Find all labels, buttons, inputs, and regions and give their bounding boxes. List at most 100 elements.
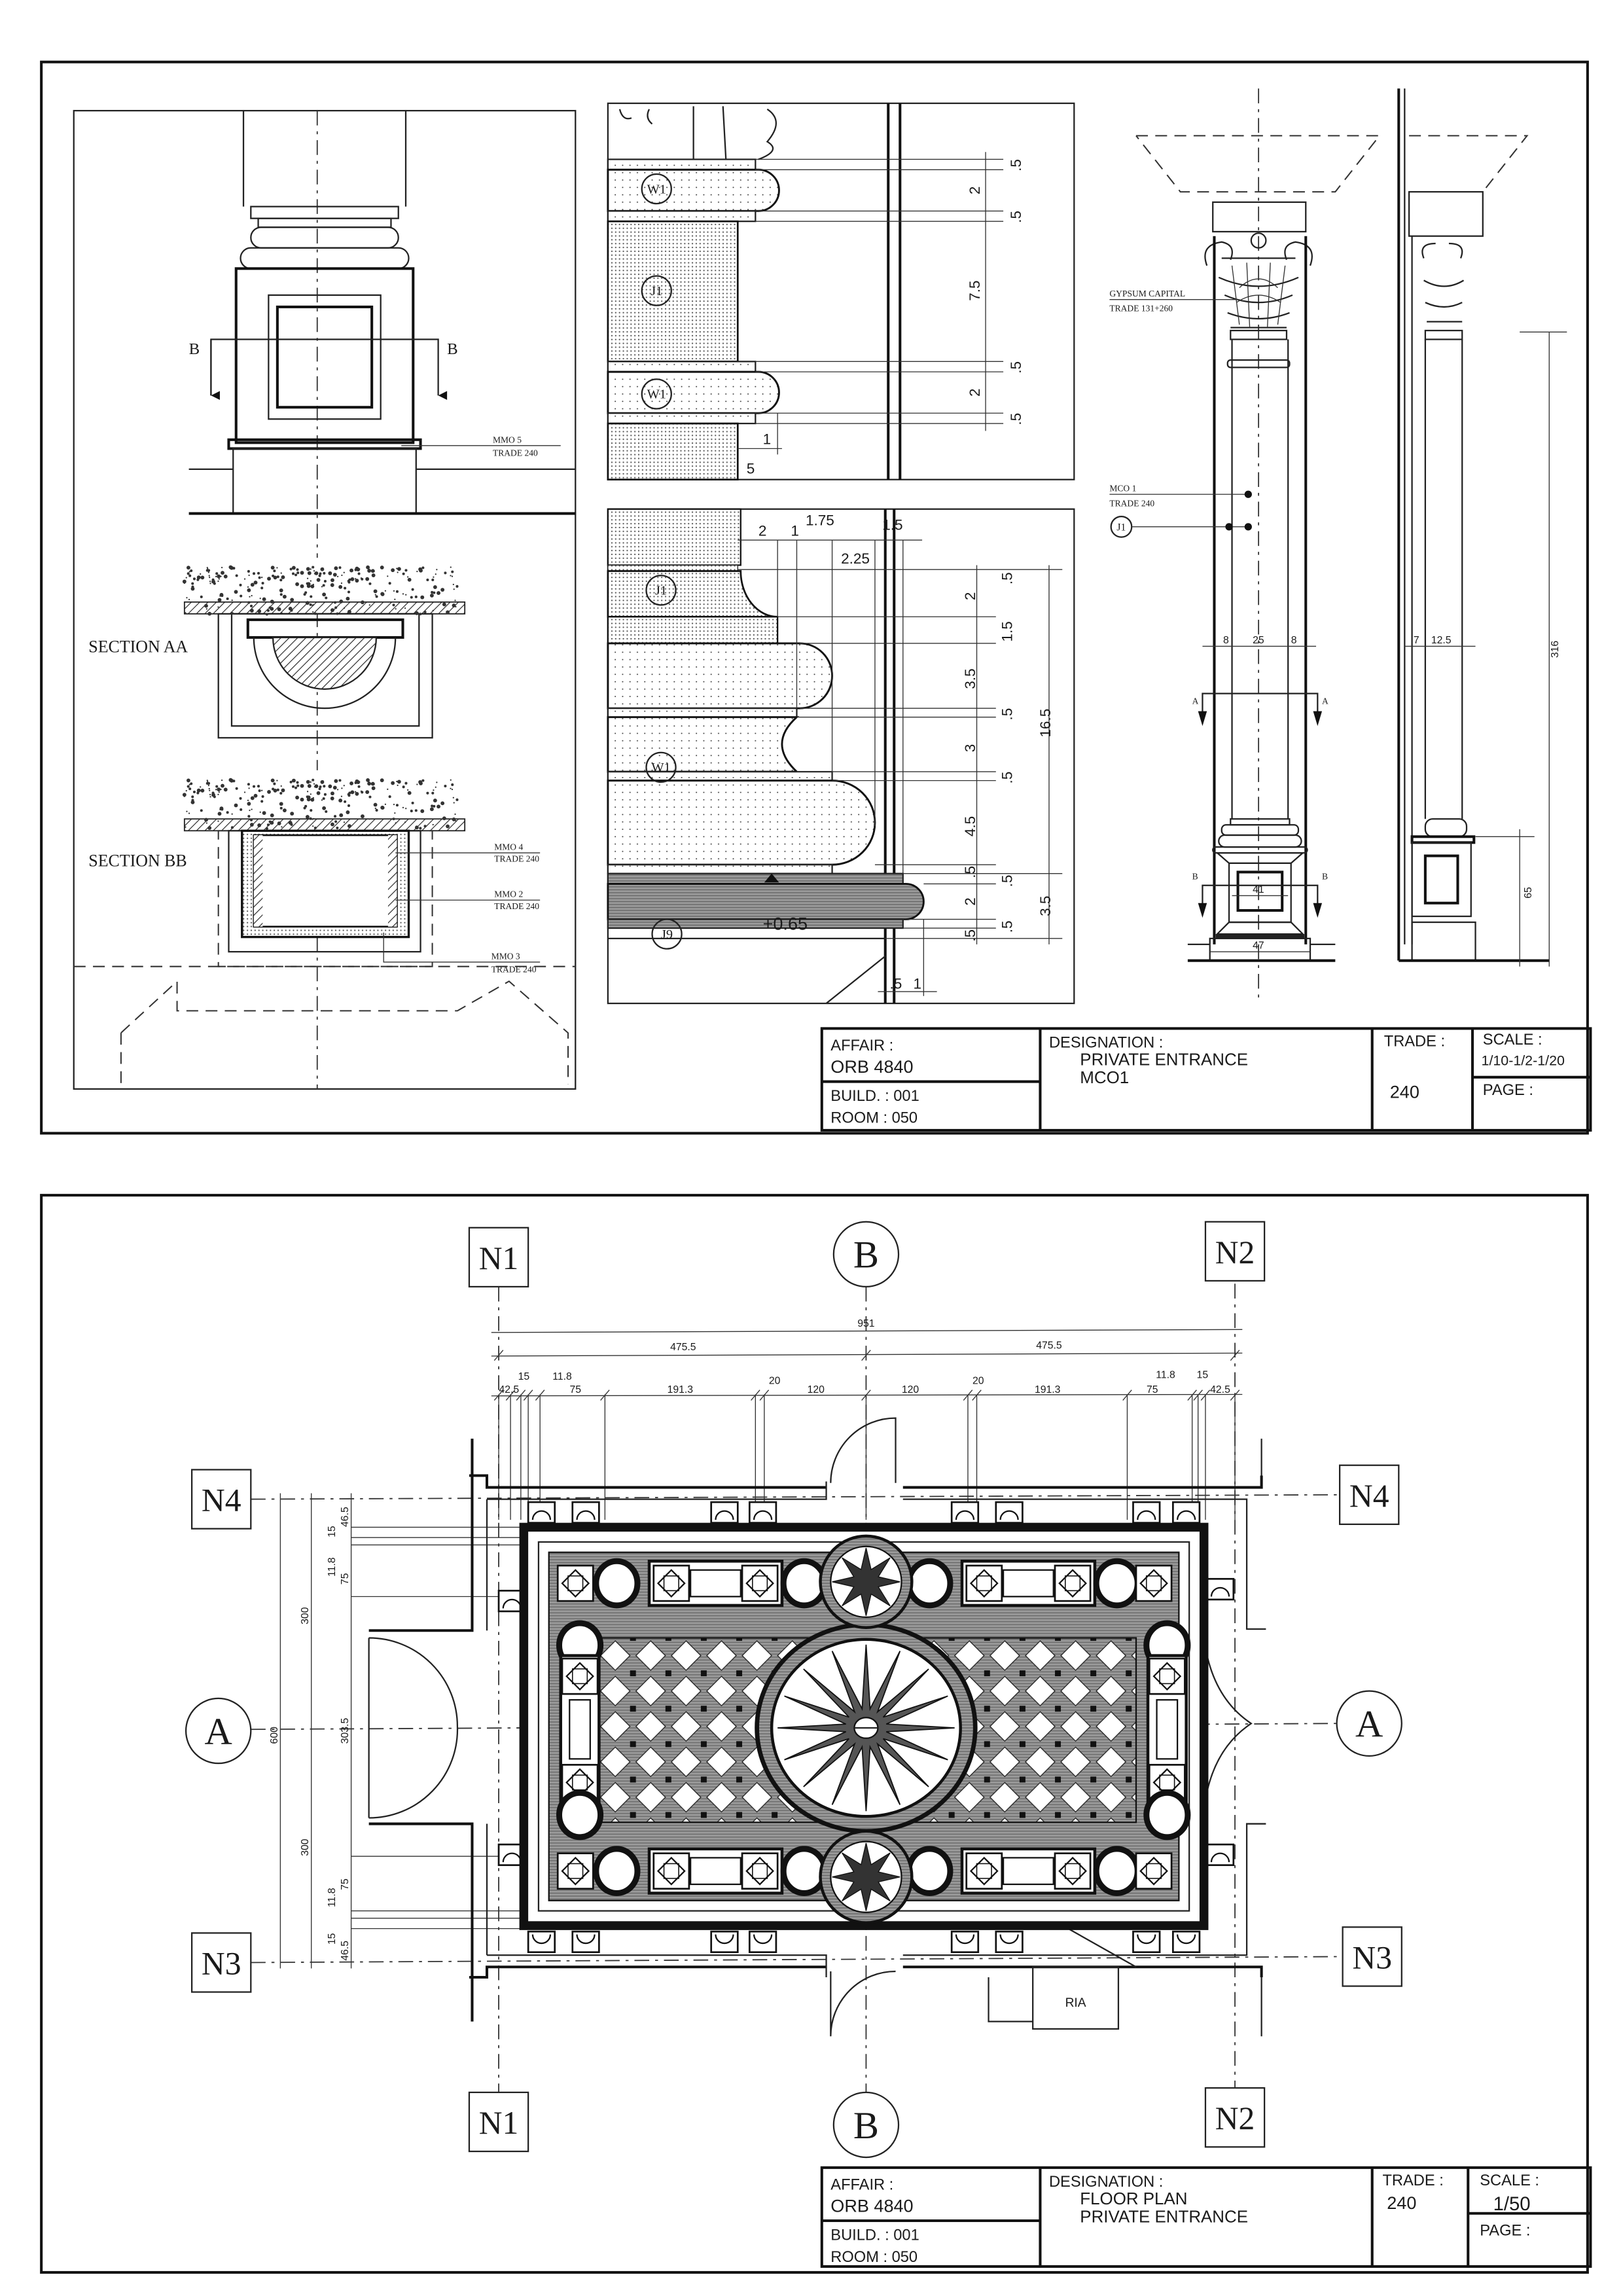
dim-half: 475.5: [1036, 1340, 1062, 1352]
gravel-dot: [250, 583, 255, 587]
gravel-dot: [338, 798, 343, 802]
gravel-dot: [247, 815, 251, 818]
dim-seg: 11.8: [1156, 1370, 1175, 1381]
dim-seg: 191.3: [1035, 1384, 1061, 1395]
gravel-dot: [391, 568, 395, 573]
shaft-label: MCO 1: [1109, 484, 1136, 493]
dim-seg: 15: [327, 1526, 338, 1537]
corner-square-icon: [1135, 1564, 1173, 1602]
gravel-dot: [374, 807, 376, 810]
gravel-dot: [307, 571, 312, 575]
designation-line-2: PRIVATE ENTRANCE: [1080, 2208, 1248, 2226]
gravel-dot: [397, 567, 401, 571]
gravel-dot: [223, 574, 228, 579]
gravel-dot: [220, 789, 222, 791]
gravel-dot: [323, 580, 327, 583]
gravel-dot: [306, 791, 309, 793]
corinthian-capital: [1204, 241, 1313, 368]
gravel-dot: [336, 612, 339, 615]
border-ring: [556, 1789, 604, 1840]
corner-square-icon: [1054, 1852, 1092, 1890]
gravel-dot: [303, 593, 306, 596]
gravel-dot: [452, 797, 454, 798]
gravel-dot: [261, 789, 263, 791]
dim-overall: 600: [269, 1727, 280, 1744]
callout-mmo2-trade: TRADE 240: [494, 901, 539, 911]
corner-square-icon: [1135, 1852, 1173, 1890]
gravel-dot: [191, 795, 194, 798]
gravel-dot: [291, 778, 296, 783]
gravel-dot: [336, 789, 339, 791]
gravel-dot: [402, 806, 404, 809]
gravel-dot: [410, 810, 413, 813]
gravel-dot: [314, 571, 319, 575]
column-base-icon: [748, 1930, 777, 1954]
gravel-dot: [437, 593, 439, 595]
gravel-dot: [200, 573, 202, 575]
gravel-dot: [191, 585, 194, 588]
gravel-dot: [289, 567, 293, 571]
gravel-dot: [294, 786, 298, 789]
mosaic-floor: [519, 1522, 1209, 1930]
build-value: BUILD. : 001: [830, 1088, 919, 1105]
gravel-dot: [328, 571, 332, 575]
gravel-dot: [429, 807, 434, 812]
gravel-dot: [310, 809, 313, 812]
gravel-dot: [266, 609, 270, 612]
dim: 3.5: [962, 668, 978, 689]
gravel-dot: [252, 785, 256, 788]
gravel-dot: [240, 594, 243, 598]
gravel-dot: [217, 580, 219, 583]
gravel-dot: [209, 789, 211, 791]
gravel-dot: [208, 787, 210, 790]
trade-label: TRADE :: [1382, 2172, 1443, 2189]
dim-half: 300: [300, 1607, 311, 1624]
gravel-dot: [338, 584, 343, 589]
gravel-dot: [190, 569, 193, 573]
gravel-dot: [446, 824, 450, 829]
callout-mmo4: MMO 4: [494, 842, 523, 852]
gravel-dot: [426, 791, 429, 795]
callout-mmo5-trade: TRADE 240: [493, 448, 538, 458]
gravel-dot: [451, 575, 454, 577]
gravel-dot: [196, 575, 201, 580]
gravel-dot: [270, 565, 275, 570]
gravel-dot: [433, 798, 437, 802]
gravel-dot: [249, 604, 253, 607]
gravel-dot: [295, 582, 300, 586]
dim-seg: 46.5: [340, 1941, 351, 1961]
gravel-dot: [243, 791, 246, 793]
dim: 7: [1414, 635, 1419, 646]
gravel-dot: [347, 590, 351, 594]
gravel-dot: [261, 577, 263, 579]
title-block-top: AFFAIR : ORB 4840 BUILD. : 001 ROOM : 05…: [820, 1027, 1592, 1132]
gravel-dot: [226, 597, 229, 600]
dim-seg: 11.8: [327, 1557, 338, 1577]
gravel-dot: [207, 784, 209, 787]
gravel-dot: [343, 571, 345, 573]
gravel-dot: [368, 604, 370, 606]
corner-square-icon: [652, 1564, 690, 1602]
dim: 2: [967, 388, 983, 397]
dim-seg: 42.5: [1210, 1384, 1230, 1395]
gravel-dot: [312, 611, 314, 613]
gravel-dot: [419, 613, 422, 616]
top-dimensions: 951 475.5 475.5 42.5 15 11.8 75 191.3 20…: [491, 1318, 1243, 1520]
gravel-dot: [322, 806, 327, 810]
gravel-dot: [231, 813, 233, 815]
gravel-dot: [373, 802, 378, 807]
section-mark-b-right: B: [1322, 872, 1328, 882]
dim-half: 300: [300, 1839, 311, 1856]
gravel-dot: [371, 786, 376, 791]
grid-n4-right: N4: [1349, 1478, 1389, 1514]
gravel-dot: [384, 803, 387, 806]
dim: .5: [1008, 159, 1024, 171]
gravel-dot: [313, 570, 315, 572]
gravel-dot: [431, 791, 435, 795]
gravel-dot: [261, 795, 264, 798]
gravel-dot: [190, 782, 193, 785]
column-elevation: GYPSUM CAPITAL TRADE 131+260 MCO 1 TRADE…: [1109, 88, 1567, 1004]
gravel-dot: [392, 603, 395, 607]
gravel-dot: [296, 781, 299, 784]
page-label: PAGE :: [1483, 1082, 1533, 1099]
